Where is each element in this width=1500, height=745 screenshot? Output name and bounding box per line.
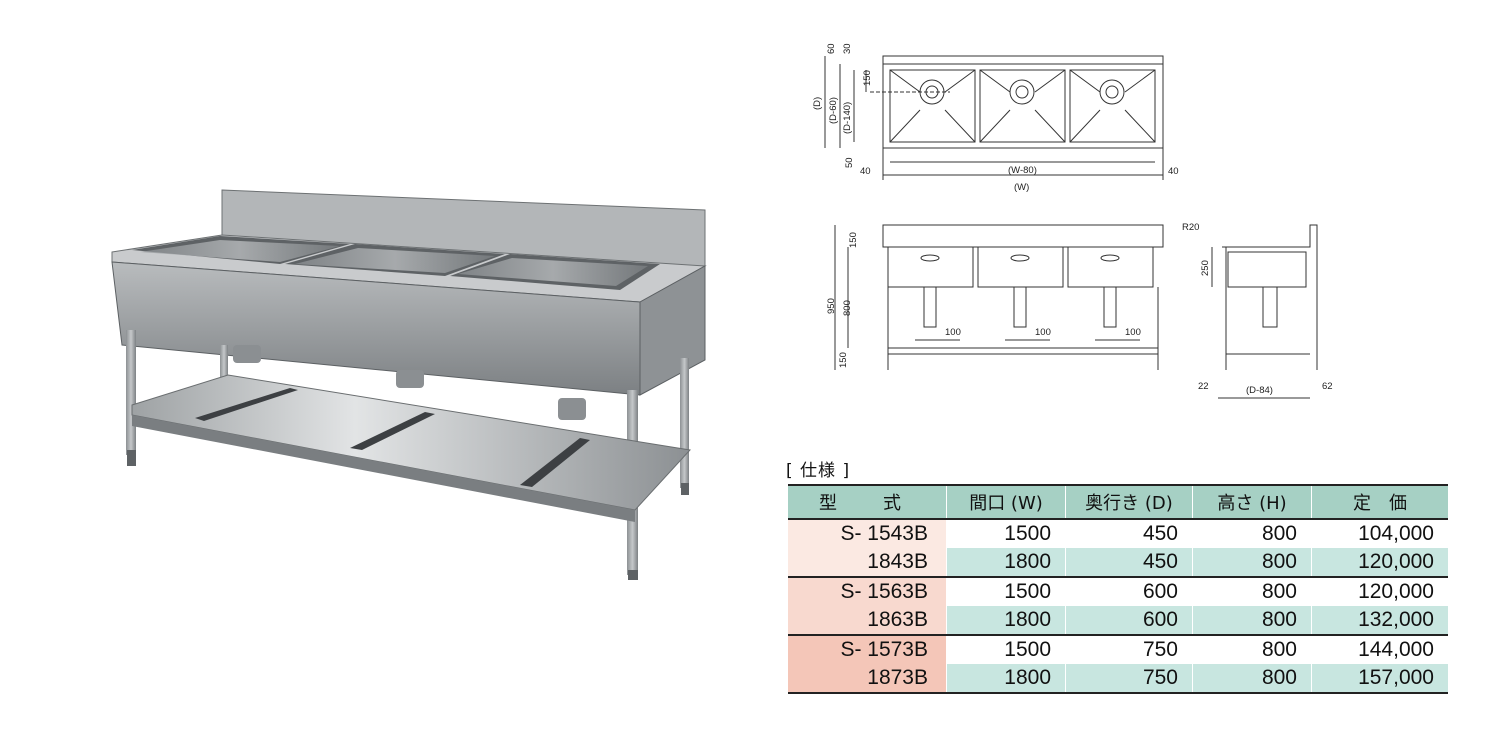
dim-w-80: (W-80) <box>1008 165 1037 176</box>
dim-d-60: (D-60) <box>828 97 839 124</box>
cell-width: 1800 <box>946 548 1066 578</box>
dim-100-b: 100 <box>1035 327 1051 338</box>
top-view-drawing <box>824 55 1164 180</box>
header-depth: 奥行き (D) <box>1065 484 1193 520</box>
spec-header-row: 型 式 間口 (W) 奥行き (D) 高さ (H) 定 価 <box>788 484 1448 520</box>
header-model: 型 式 <box>788 484 947 520</box>
header-width: 間口 (W) <box>946 484 1066 520</box>
cell-width: 1500 <box>946 519 1066 548</box>
cell-depth: 600 <box>1065 606 1193 636</box>
header-height: 高さ (H) <box>1192 484 1312 520</box>
cell-height: 800 <box>1192 548 1312 578</box>
cell-price: 104,000 <box>1311 519 1448 548</box>
cell-price: 157,000 <box>1311 664 1448 694</box>
cell-model: S- 1543B <box>788 519 947 548</box>
dim-60-top: 60 <box>826 43 837 54</box>
cell-model: 1863B <box>788 606 947 636</box>
cell-height: 800 <box>1192 634 1312 664</box>
cell-height: 800 <box>1192 664 1312 694</box>
dim-r20: R20 <box>1182 222 1199 233</box>
cell-model: S- 1563B <box>788 576 947 606</box>
table-row: 1863B 1800 600 800 132,000 <box>788 606 1448 636</box>
dim-800: 800 <box>842 300 853 316</box>
front-view-drawing <box>834 224 1164 370</box>
cell-price: 132,000 <box>1311 606 1448 636</box>
cell-width: 1500 <box>946 576 1066 606</box>
side-view-drawing <box>1211 224 1318 399</box>
cell-width: 1800 <box>946 606 1066 636</box>
cell-width: 1800 <box>946 664 1066 694</box>
cell-price: 120,000 <box>1311 576 1448 606</box>
spec-table: 型 式 間口 (W) 奥行き (D) 高さ (H) 定 価 S- 1543B 1… <box>788 484 1448 694</box>
dim-100-a: 100 <box>945 327 961 338</box>
cell-depth: 450 <box>1065 519 1193 548</box>
header-price: 定 価 <box>1311 484 1448 520</box>
cell-depth: 750 <box>1065 634 1193 664</box>
dim-150-top-front: 150 <box>848 232 859 248</box>
table-row: S- 1563B 1500 600 800 120,000 <box>788 576 1448 606</box>
table-row: 1873B 1800 750 800 157,000 <box>788 664 1448 694</box>
dim-150-bottom-front: 150 <box>838 352 849 368</box>
spec-section-title: [ 仕様 ] <box>786 461 851 481</box>
dim-150: 150 <box>862 70 873 86</box>
dim-62: 62 <box>1322 381 1333 392</box>
table-row: S- 1543B 1500 450 800 104,000 <box>788 519 1448 548</box>
cell-height: 800 <box>1192 576 1312 606</box>
dim-30-top: 30 <box>842 43 853 54</box>
dim-d-140: (D-140) <box>842 102 853 134</box>
cell-depth: 600 <box>1065 576 1193 606</box>
dim-22: 22 <box>1198 381 1209 392</box>
table-row: S- 1573B 1500 750 800 144,000 <box>788 634 1448 664</box>
product-photo <box>111 189 707 580</box>
dim-100-c: 100 <box>1125 327 1141 338</box>
cell-price: 120,000 <box>1311 548 1448 578</box>
technical-drawings: 60 30 150 (D) (D-60) (D-140) 50 40 (W-80… <box>812 43 1333 399</box>
dim-250: 250 <box>1200 260 1211 276</box>
cell-model: 1843B <box>788 548 947 578</box>
cell-depth: 750 <box>1065 664 1193 694</box>
cell-depth: 450 <box>1065 548 1193 578</box>
cell-height: 800 <box>1192 606 1312 636</box>
table-row: 1843B 1800 450 800 120,000 <box>788 548 1448 578</box>
cell-price: 144,000 <box>1311 634 1448 664</box>
cell-height: 800 <box>1192 519 1312 548</box>
dim-d: (D) <box>812 97 823 110</box>
dim-w: (W) <box>1014 182 1029 193</box>
dim-40-right: 40 <box>1168 166 1179 177</box>
cell-model: S- 1573B <box>788 634 947 664</box>
dim-40-left: 40 <box>860 166 871 177</box>
dim-d-84: (D-84) <box>1246 385 1273 396</box>
cell-model: 1873B <box>788 664 947 694</box>
dim-50: 50 <box>844 157 855 168</box>
dim-950: 950 <box>826 298 837 314</box>
cell-width: 1500 <box>946 634 1066 664</box>
